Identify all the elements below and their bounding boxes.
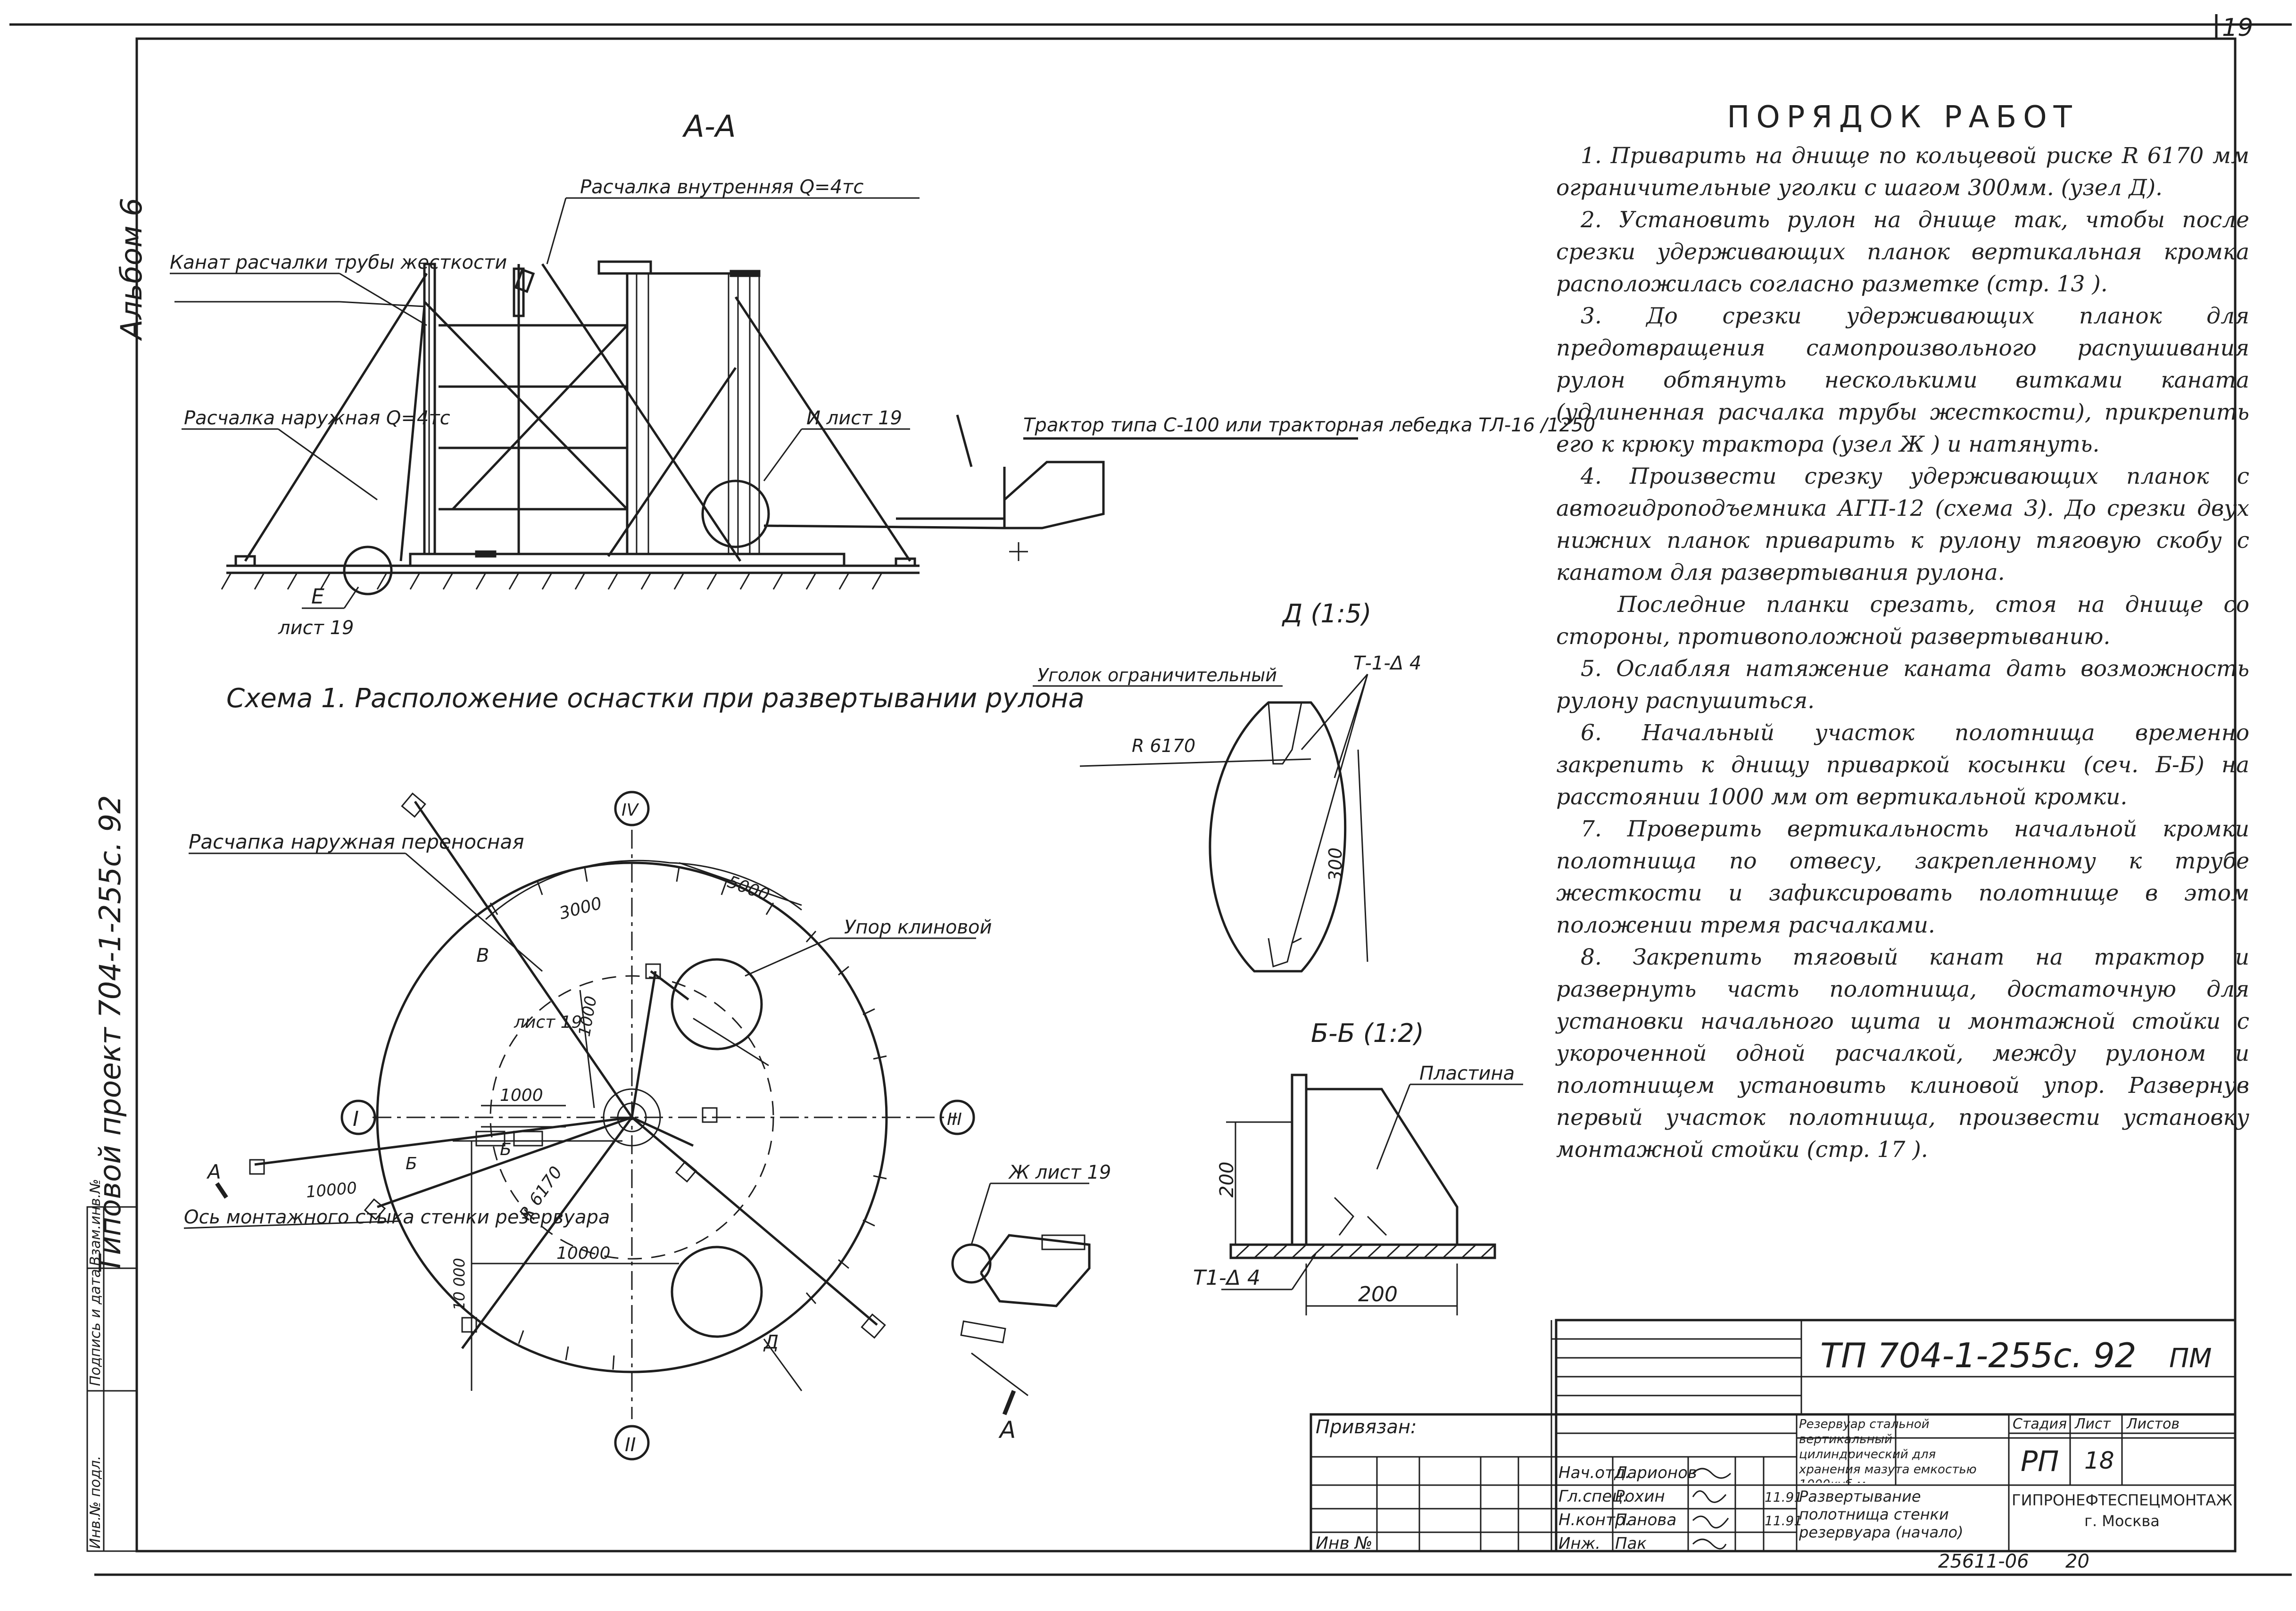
dim-10000-b: 10000 [556,1244,611,1263]
dim-1000-b: 1000 [500,1086,543,1105]
sheets-head: Листов [2126,1416,2180,1432]
title-suffix: ПМ [2169,1343,2212,1374]
node-e-sheet-label: лист 19 [278,617,354,639]
procedure-step-8: 8. Закрепить тяговый канат на трактор и … [1556,944,2249,1163]
dim-1000-a: 1000 [575,994,600,1038]
detail-d-radius: R 6170 [1132,735,1195,756]
procedure-title: ПОРЯДОК РАБОТ [1727,100,2079,135]
bottom-num: 20 [2065,1551,2089,1572]
detail-d-title: Д (1:5) [1282,599,1371,628]
wedge-stop-label: Упор клиновой [844,917,992,938]
bb-dim-h: 200 [1216,1162,1238,1198]
inv-label: Инв № [1316,1534,1373,1553]
tractor-label: Трактор типа С-100 или тракторная лебедк… [1023,414,1595,436]
bound-label: Привязан: [1316,1416,1417,1438]
dim-10000-v: 10 000 [450,1258,468,1311]
procedure-step-5: 5. Ослабляя натяжение каната дать возмож… [1556,656,2249,714]
axis-joint-label: Ось монтажного стыка стенки резервуара [184,1206,610,1228]
album-label: Альбом 6 [114,198,149,341]
dim-10000-a: 10000 [305,1179,357,1202]
drawing-frame: 19 [9,14,2292,1576]
procedure-step-4: 4. Произвести срезку удерживающих планок… [1556,463,2249,586]
scheme-1: Схема 1. Расположение оснастки при разве… [183,683,1111,1461]
stamp-inv-label: Инв.№ подл. [87,1456,104,1549]
angle-label: Уголок ограничительный [1037,665,1277,686]
detail-d-dim: 300 [1325,847,1346,882]
title-description: Резервуар стальной вертикальный цилиндри… [1799,1417,1977,1483]
bb-dim-w: 200 [1358,1282,1398,1306]
detail-bb-title: Б-Б (1:2) [1311,1018,1424,1048]
role-1: Нач.отд. [1558,1463,1630,1482]
node-b-label: Б [500,1140,512,1159]
role-4: Инж. [1558,1534,1600,1553]
node-e-label: Е [311,585,324,609]
procedure-step-3: 3. До срезки удерживающих планок для пре… [1556,303,2249,457]
bottom-code: 25611-06 [1938,1551,2029,1572]
procedure-step-6: 6. Начальный участок полотнища временно … [1556,720,2249,810]
sheet-head: Лист [2074,1416,2112,1432]
inner-brace-label: Расчалка внутренняя Q=4тс [580,176,863,198]
dim-5000: 5000 [725,872,772,905]
bb-weld: Т1-Δ 4 [1193,1266,1260,1290]
cut-a-bottom-label: А [998,1416,1016,1444]
procedure-section: ПОРЯДОК РАБОТ 1. Приварить на днище по к… [1556,101,2249,1166]
title-block: ТП 704-1-255с. 92 ПМ Привязан: Инв № Нач… [1310,1319,2237,1572]
role-3: Н.контр. [1558,1511,1630,1529]
sheet-value: 18 [2084,1447,2114,1474]
roman-iv: IV [622,801,639,820]
left-stamp: Инв.№ подл. Подпись и дата Взам.инв.№ [86,1179,138,1552]
node-d-label: Д [763,1331,779,1353]
stamp-replace-label: Взам.инв.№ [87,1179,104,1266]
node-zh-label: Ж лист 19 [1008,1162,1111,1183]
cut-a-top-label: А [206,1160,221,1183]
name-4: Пак [1615,1534,1647,1553]
node-i-label: И лист 19 [806,407,902,429]
node-b6-label: Б [406,1154,417,1173]
date-1: 11.91 [1765,1489,1802,1505]
outer-brace-label: Расчалка наружная Q=4тс [184,407,450,429]
node-v-sheet-label: лист 19 [514,1013,582,1032]
name-3: Панова [1615,1511,1676,1529]
procedure-step-1: 1. Приварить на днище по кольцевой риске… [1556,143,2249,201]
procedure-step-7: 7. Проверить вертикальность начальной кр… [1556,816,2249,938]
detail-d: Д (1:5) Уголок ограничительный Т-1-Δ 4 R… [1033,599,1421,973]
rope-label: Канат расчалки трубы жесткости [170,252,507,273]
project-label: Типовой проект 704-1-255с. 92 [93,795,127,1273]
stage-head: Стадия [2013,1416,2067,1432]
roman-ii: II [625,1434,636,1456]
plate-label: Пластина [1419,1063,1515,1084]
detail-bb: Б-Б (1:2) Пластина 200 200 Т1-Δ 4 [1193,1018,1523,1315]
name-1: Ларионов [1614,1463,1697,1482]
stage-value: РП [2021,1445,2059,1478]
stamp-sign-label: Подпись и дата [87,1269,104,1387]
section-aa: А-А [170,109,1595,639]
scheme-1-title: Схема 1. Расположение оснастки при разве… [226,683,1085,714]
outer-brace-portable-label: Расчапка наружная переносная [189,830,524,853]
roman-iii: III [947,1110,962,1129]
title-sheet-name: Развертывание полотнища стенки резервуар… [1799,1487,1964,1541]
org-name: ГИПРОНЕФТЕСПЕЦМОНТАЖ г. Москва [2012,1491,2232,1530]
name-2: Рохин [1615,1487,1665,1506]
detail-d-weld: Т-1-Δ 4 [1353,653,1421,674]
title-code: ТП 704-1-255с. 92 [1820,1336,2137,1375]
role-2: Гл.спец. [1558,1487,1628,1506]
procedure-step-2: 2. Установить рулон на днище так, чтобы … [1556,207,2249,297]
dim-3000: 3000 [557,893,604,923]
roman-i: I [353,1107,359,1131]
section-aa-title: А-А [682,109,736,144]
date-2: 11.91 [1765,1513,1802,1528]
sheet-number: 19 [2222,14,2253,42]
procedure-note: Последние планки срезать, стоя на днище … [1556,592,2249,650]
node-v-label: В [476,945,489,967]
